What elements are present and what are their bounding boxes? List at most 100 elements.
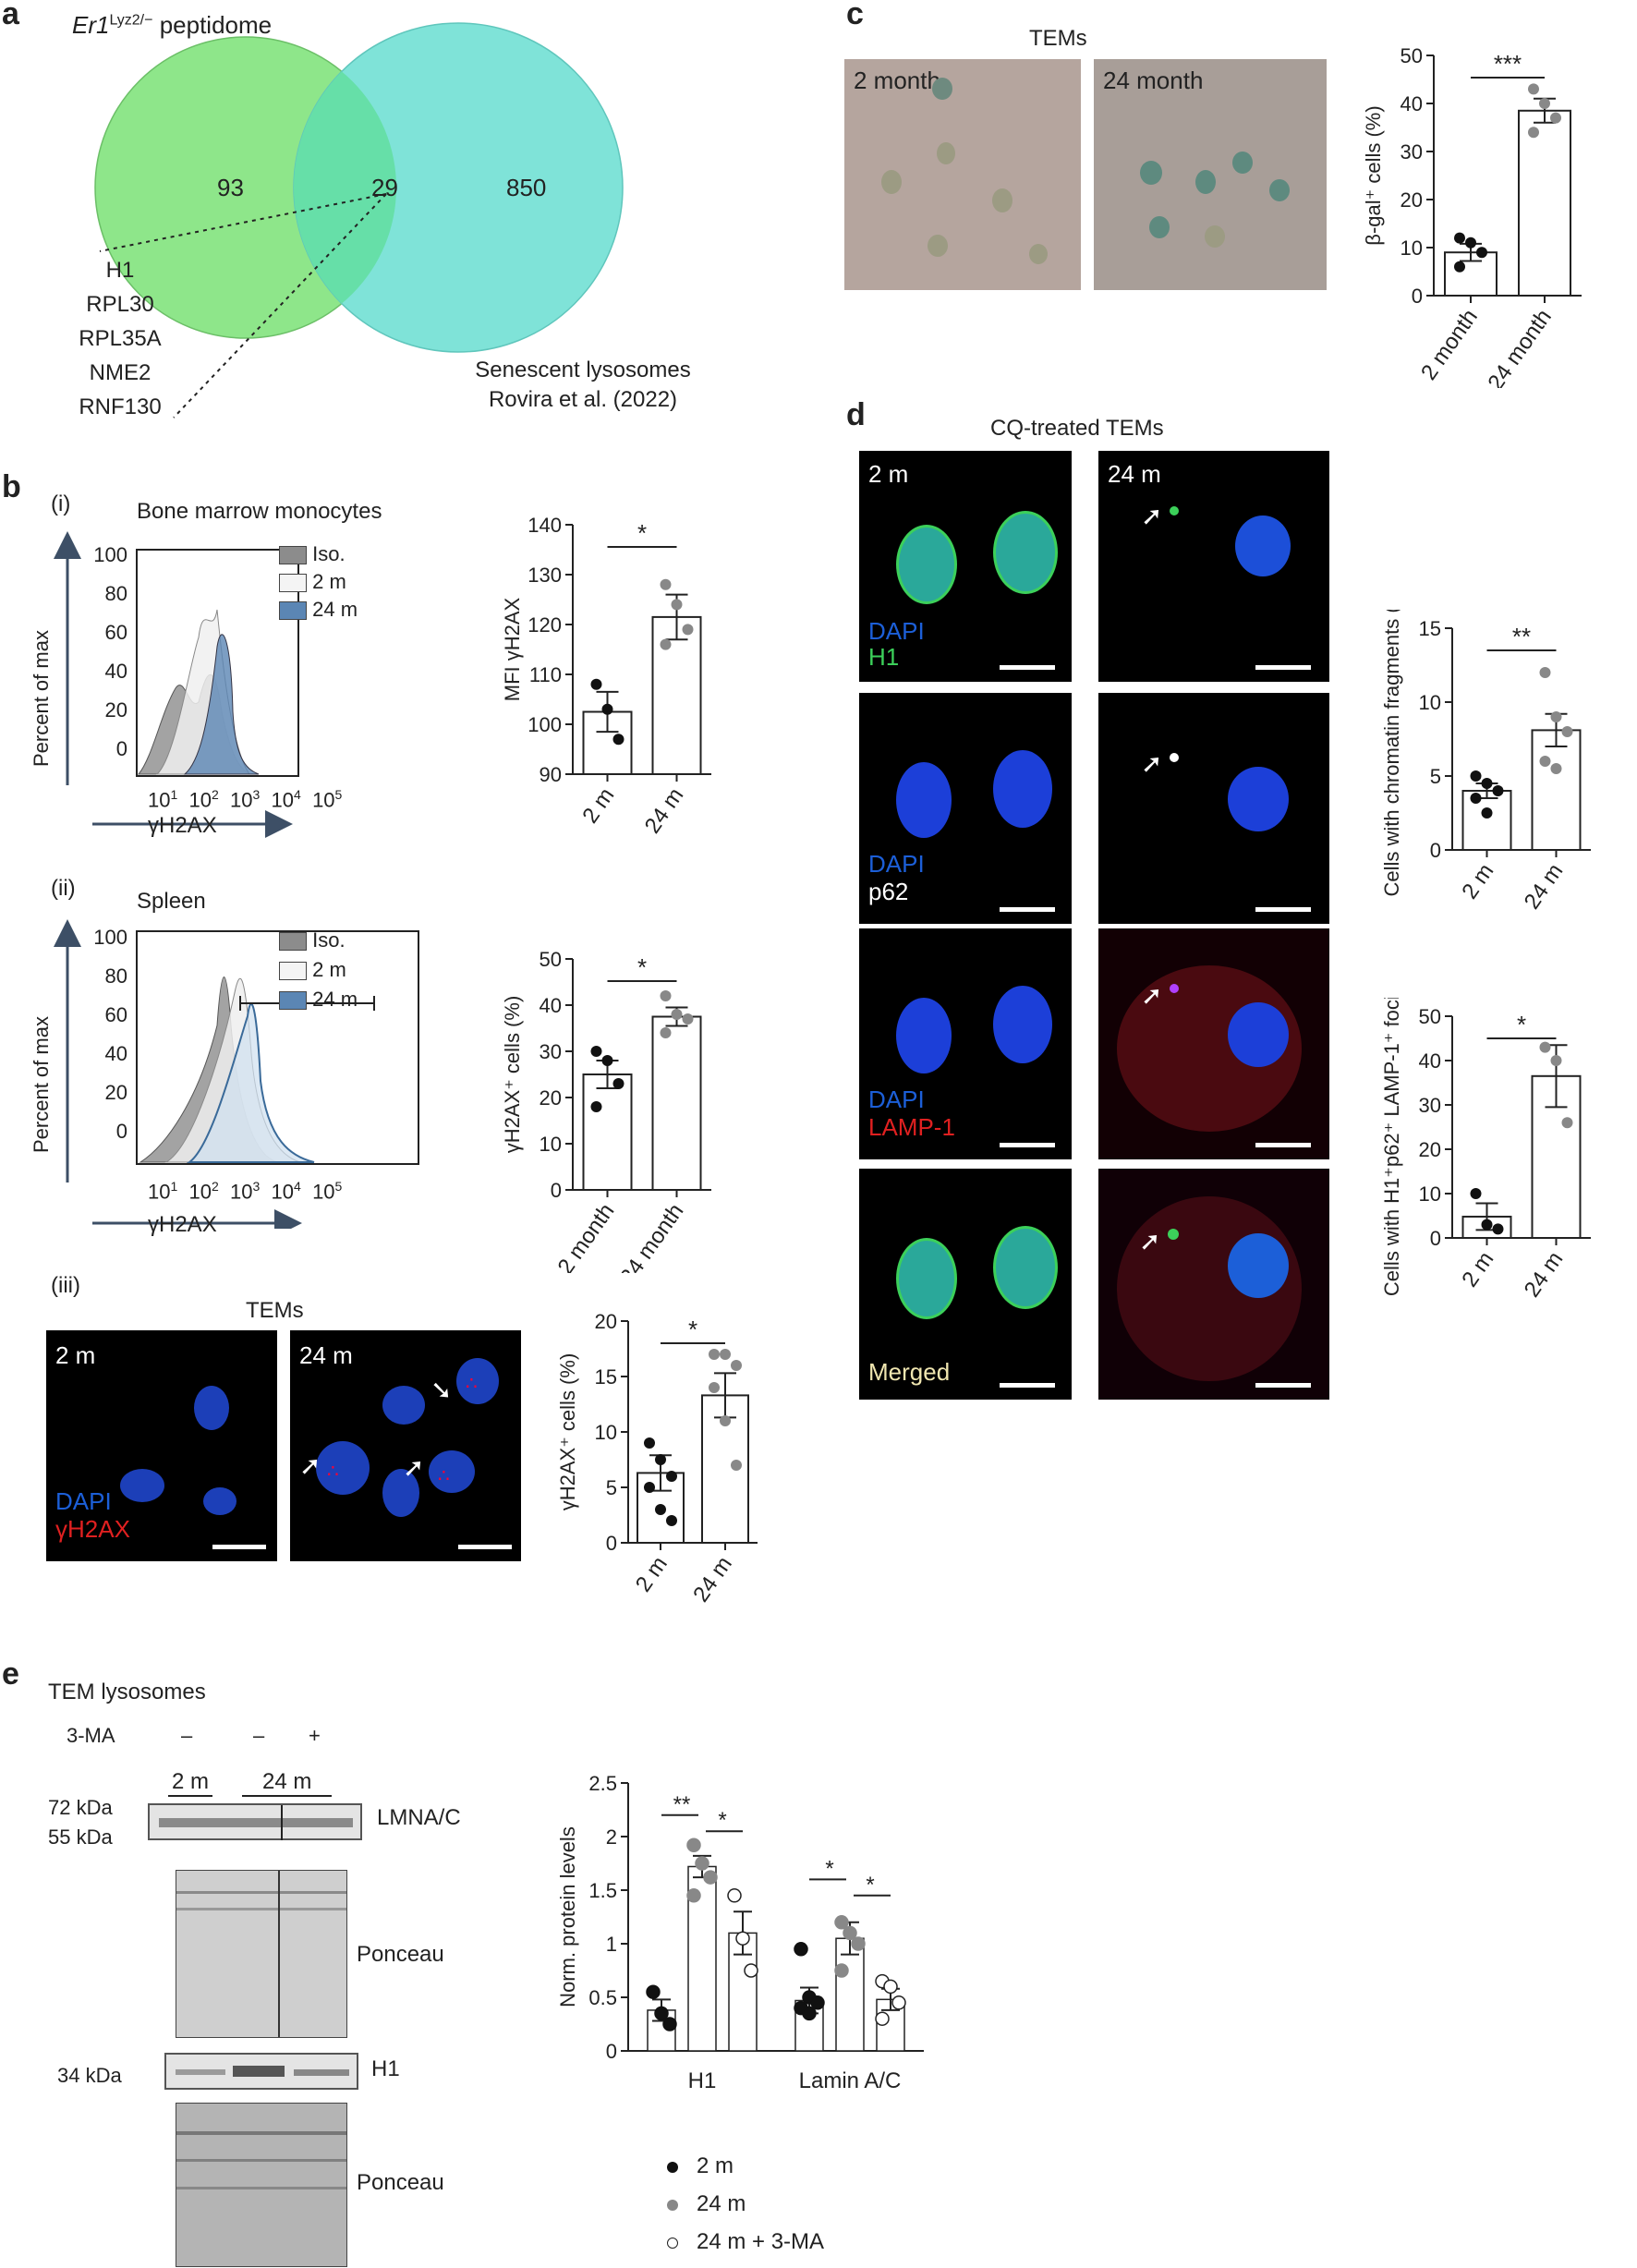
data-point — [1470, 793, 1482, 804]
bar — [651, 615, 702, 776]
y-axis-label: γH2AX⁺ cells (%) — [501, 996, 524, 1154]
x-tick-label: Lamin A/C — [799, 2068, 902, 2093]
histogram-bone-marrow — [54, 531, 299, 838]
data-point — [720, 1415, 731, 1426]
significance-label: ** — [673, 1792, 691, 1817]
data-point — [1561, 726, 1573, 737]
significance-label: * — [637, 519, 647, 547]
b-i-label: (i) — [51, 491, 71, 516]
significance-label: * — [1517, 1011, 1526, 1038]
data-point — [1539, 756, 1551, 767]
micrograph-h2ax-2m: 2 m DAPI γH2AX — [46, 1330, 277, 1561]
bar — [835, 1937, 865, 2052]
y-tick-label: 90 — [540, 763, 562, 786]
data-point — [682, 624, 694, 636]
y-tick-label: 1.5 — [588, 1879, 617, 1902]
legend-24m-3ma: 24 m + 3-MA — [697, 2229, 825, 2254]
micrograph-h2ax-24m: 24 m ∴ ∴ ∴ ➘ ➚ ➚ — [290, 1330, 521, 1561]
blot-lmna — [148, 1803, 362, 1840]
b-i-xticks: 101 102 103 104 105 — [148, 787, 343, 812]
data-point — [601, 1055, 613, 1066]
protein-3: RPL35A — [79, 326, 162, 351]
data-point — [1528, 127, 1539, 139]
data-point — [644, 1437, 655, 1449]
data-point — [875, 2011, 890, 2026]
ponceau-1-label: Ponceau — [357, 1942, 444, 1967]
x-tick-label: 2 month — [553, 1199, 620, 1273]
y-axis-label: Cells with H1⁺p62⁺ LAMP-1⁺ foci (%) — [1380, 998, 1403, 1296]
data-point — [1470, 1188, 1482, 1199]
e-group-24m: 24 m — [242, 1769, 333, 1797]
b-ii-xticks: 101 102 103 104 105 — [148, 1179, 343, 1204]
data-point — [1492, 785, 1504, 796]
legend-24m: 24 m — [697, 2191, 746, 2216]
data-point — [843, 1925, 857, 1941]
x-tick-label: 2 m — [1457, 859, 1498, 904]
kda-72: 72 kDa — [48, 1796, 113, 1819]
blot-h1 — [164, 2053, 358, 2090]
arrow-icon: ➚ — [403, 1453, 425, 1482]
x-tick-label: 24 month — [615, 1199, 689, 1273]
venn-overlap-count: 29 — [371, 174, 398, 201]
y-tick-label: 100 — [527, 713, 562, 736]
data-point — [590, 1046, 602, 1057]
protein-5: RNF130 — [79, 394, 162, 419]
y-tick-label: 20 — [540, 1086, 562, 1110]
data-point — [1470, 770, 1482, 782]
data-point — [601, 703, 613, 715]
data-point — [671, 1009, 683, 1020]
data-point — [590, 1101, 602, 1112]
data-point — [1550, 1055, 1562, 1066]
m24-curve — [183, 634, 260, 775]
y-tick-label: 5 — [606, 1476, 617, 1499]
protein-2: RPL30 — [86, 292, 154, 317]
data-point — [731, 1360, 742, 1371]
data-point — [655, 1504, 666, 1515]
data-point — [731, 1460, 742, 1471]
e-treat-label: 3-MA — [67, 1724, 115, 1747]
y-tick-label: 130 — [527, 564, 562, 587]
data-point — [834, 1915, 849, 1930]
ponceau-1 — [176, 1870, 347, 2038]
data-point — [654, 2006, 669, 2021]
y-tick-label: 40 — [1401, 92, 1423, 115]
significance-label: *** — [1494, 50, 1522, 78]
data-point — [646, 1984, 661, 1999]
data-point — [1539, 98, 1550, 109]
data-point — [810, 1995, 825, 2010]
y-tick-label: 10 — [1419, 691, 1441, 714]
protein-4: NME2 — [89, 360, 152, 385]
y-tick-label: 50 — [1419, 1005, 1441, 1028]
y-axis-label: γH2AX⁺ cells (%) — [556, 1353, 579, 1511]
data-point — [802, 2006, 817, 2021]
data-point — [1528, 83, 1539, 95]
arrow-icon: ➚ — [299, 1451, 321, 1480]
data-point — [671, 599, 683, 611]
micrograph-d-h1-24m: 24 m ➚ — [1098, 451, 1329, 682]
hist-frame — [136, 549, 299, 777]
y-tick-label: 30 — [1401, 140, 1423, 164]
micrograph-d-p62-24m: ➚ — [1098, 693, 1329, 924]
data-point — [1481, 1219, 1493, 1231]
d-title: CQ-treated TEMs — [990, 416, 1164, 441]
data-point — [1550, 763, 1562, 774]
panel-label-b: b — [2, 469, 21, 504]
data-point — [709, 1382, 720, 1393]
y-tick-label: 50 — [1401, 44, 1423, 67]
significance-label: * — [825, 1856, 833, 1881]
y-tick-label: 20 — [1401, 188, 1423, 212]
y-tick-label: 10 — [1401, 237, 1423, 260]
venn-protein-list: H1 RPL30 RPL35A NME2 RNF130 — [65, 253, 176, 424]
data-point — [735, 1931, 750, 1946]
kda-55: 55 kDa — [48, 1825, 113, 1849]
x-tick-label: 24 m — [688, 1552, 737, 1607]
b-ii-ylabel: Percent of max — [30, 1016, 53, 1153]
data-point — [1539, 667, 1551, 678]
e-title: TEM lysosomes — [48, 1680, 206, 1704]
y-tick-label: 0 — [551, 1179, 562, 1202]
micrograph-d-h1-2m: 2 m DAPI H1 — [859, 451, 1072, 682]
